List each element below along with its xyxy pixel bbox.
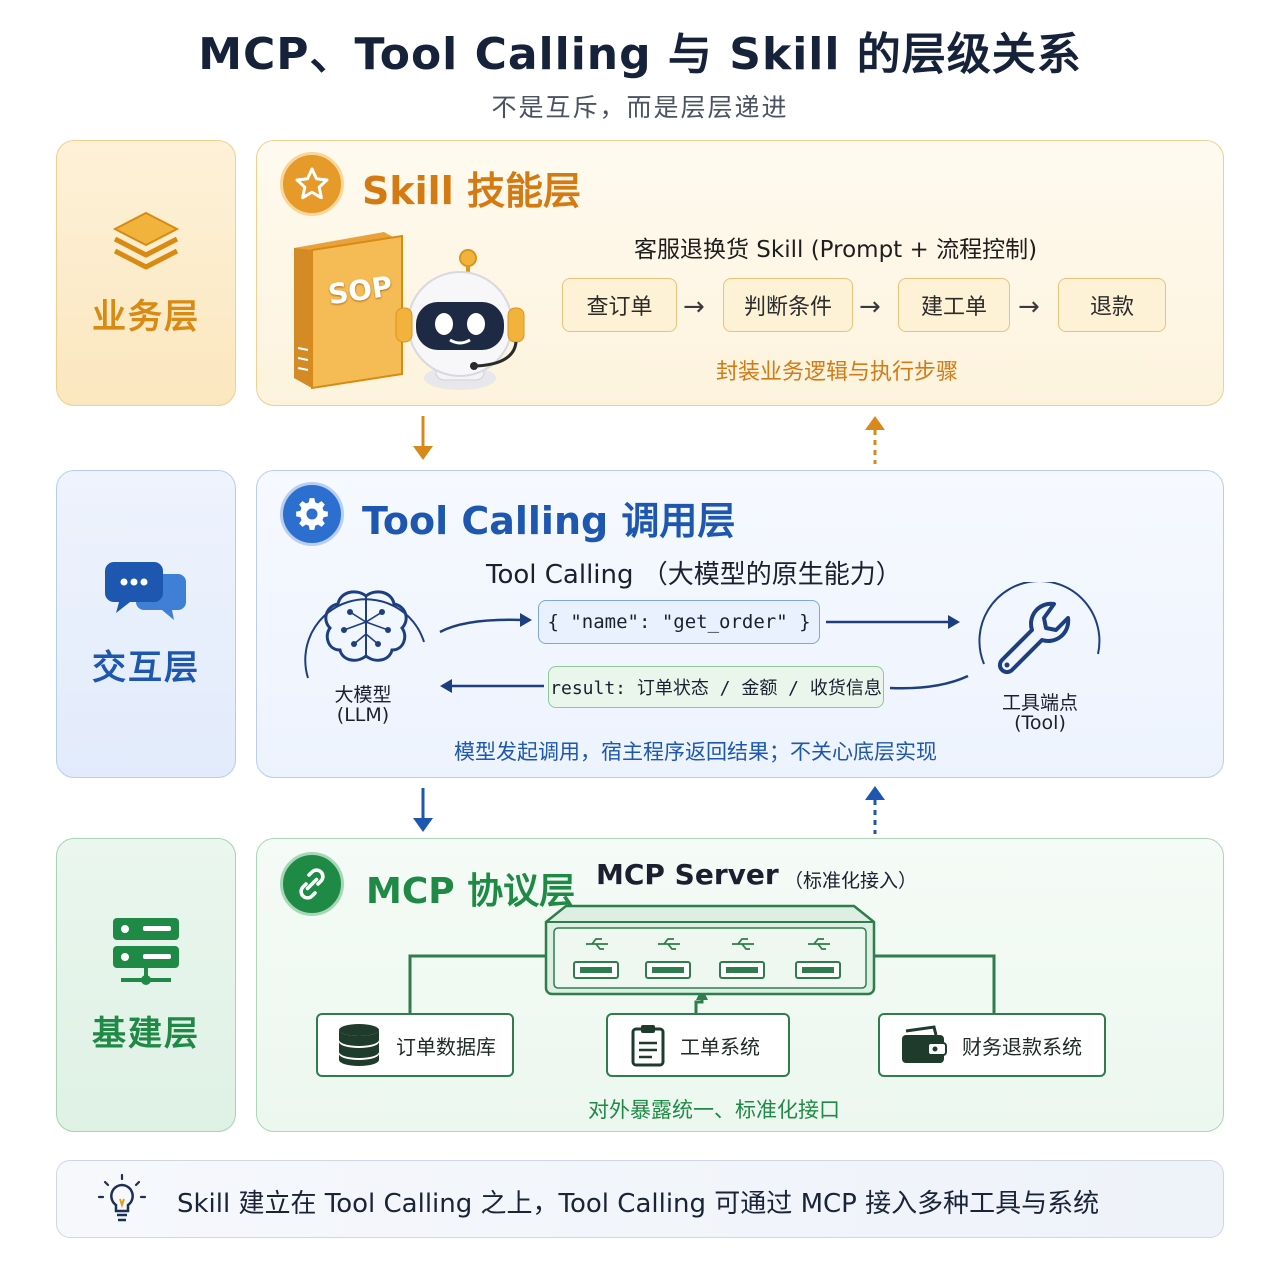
footer-text: Skill 建立在 Tool Calling 之上，Tool Calling 可… [177, 1189, 1100, 1219]
mcp-server-device [540, 902, 880, 1002]
side-business-layer: 业务层 [56, 140, 236, 406]
side-interaction-label: 交互层 [92, 647, 200, 688]
clipboard-icon [630, 1023, 666, 1067]
skill-step-4: 退款 [1058, 278, 1166, 332]
link-icon [280, 852, 344, 916]
tool-caption: 模型发起调用，宿主程序返回结果；不关心底层实现 [454, 740, 937, 764]
llm-label: 大模型 [334, 684, 392, 706]
side-infrastructure-layer: 基建层 [56, 838, 236, 1132]
result-arrow-left-segment [436, 674, 546, 702]
down-arrow-tool-to-mcp [408, 786, 438, 840]
wrench-icon [976, 580, 1104, 690]
resource-ticket-system: 工单系统 [606, 1013, 790, 1077]
mcp-server-label: MCP Server [596, 858, 779, 891]
up-dashed-arrow-tool-to-skill [860, 412, 890, 470]
page-subtitle: 不是互斥，而是层层递进 [491, 93, 789, 122]
tool-heading: Tool Calling （大模型的原生能力） [486, 560, 902, 590]
tool-layer-title: Tool Calling 调用层 [362, 499, 736, 543]
tool-endpoint-label: 工具端点 [1001, 692, 1078, 714]
llm-sublabel: (LLM) [336, 704, 390, 726]
layers-icon [111, 209, 181, 275]
request-arrow-right-segment [824, 610, 964, 638]
chat-bubbles-icon [104, 560, 188, 626]
result-payload: result: 订单状态 / 金额 / 收货信息 [548, 666, 884, 708]
wallet-icon [900, 1025, 948, 1065]
database-icon [336, 1023, 382, 1067]
skill-layer-title: Skill 技能层 [362, 169, 581, 213]
skill-layer-panel [256, 140, 1224, 406]
flow-arrow-3: → [1018, 292, 1040, 322]
result-arrow-right-segment [888, 672, 972, 702]
side-infrastructure-label: 基建层 [92, 1013, 200, 1054]
flow-arrow-1: → [683, 292, 705, 322]
resource-finance-refund-label: 财务退款系统 [962, 1034, 1082, 1059]
footer-summary: Skill 建立在 Tool Calling 之上，Tool Calling 可… [56, 1160, 1224, 1238]
resource-ticket-system-label: 工单系统 [680, 1034, 760, 1059]
down-arrow-skill-to-tool [408, 414, 438, 468]
robot-assistant-illustration [386, 246, 526, 396]
page-title: MCP、Tool Calling 与 Skill 的层级关系 [198, 29, 1082, 80]
side-business-label: 业务层 [92, 296, 200, 337]
up-dashed-arrow-mcp-to-tool [860, 782, 890, 840]
mcp-caption: 对外暴露统一、标准化接口 [588, 1098, 840, 1122]
server-icon [111, 916, 181, 992]
skill-heading: 客服退换货 Skill (Prompt + 流程控制) [634, 237, 1038, 263]
resource-finance-refund: 财务退款系统 [878, 1013, 1106, 1077]
skill-step-2: 判断条件 [723, 278, 853, 332]
mcp-layer-title: MCP 协议层 [366, 871, 576, 912]
skill-step-3: 建工单 [898, 278, 1010, 332]
star-icon [280, 152, 344, 216]
skill-caption: 封装业务逻辑与执行步骤 [716, 360, 959, 385]
sop-book-illustration [284, 228, 414, 394]
resource-order-database-label: 订单数据库 [396, 1034, 496, 1059]
mcp-server-note: （标准化接入） [784, 870, 918, 892]
lightbulb-icon [95, 1173, 149, 1231]
side-interaction-layer: 交互层 [56, 470, 236, 778]
request-payload: { "name": "get_order" } [538, 600, 820, 644]
resource-order-database: 订单数据库 [316, 1013, 514, 1077]
tool-endpoint-sublabel: (Tool) [1014, 712, 1066, 734]
gear-icon [280, 482, 344, 546]
brain-icon [304, 582, 428, 686]
skill-step-1: 查订单 [562, 278, 677, 332]
flow-arrow-2: → [859, 292, 881, 322]
request-arrow-left-segment [436, 606, 536, 640]
